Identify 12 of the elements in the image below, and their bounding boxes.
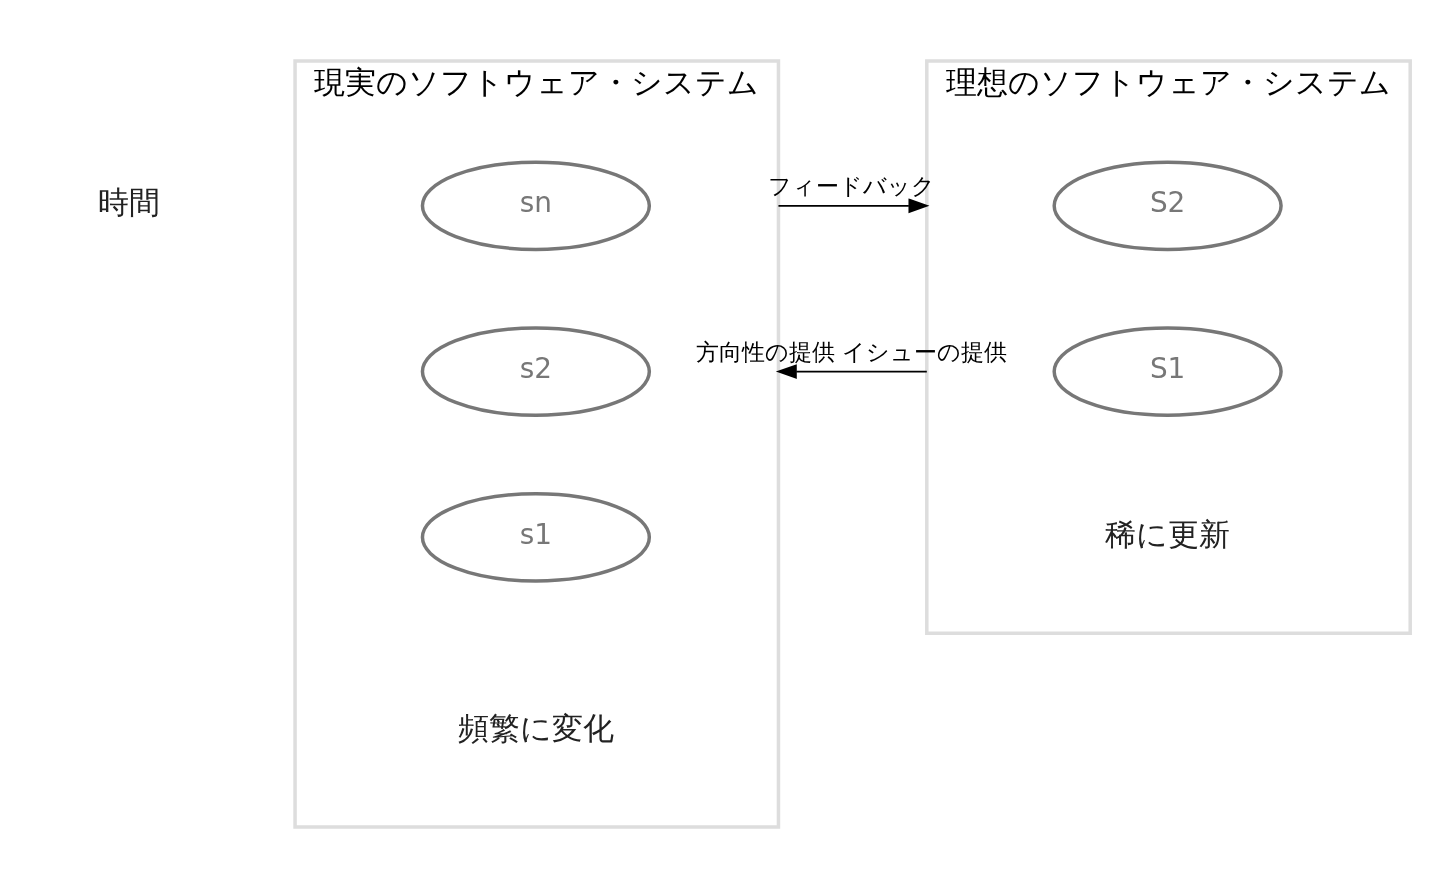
node-ellipse: S2 [1052, 159, 1283, 251]
edge-label: フィードバック [768, 172, 936, 199]
node-ellipse: S1 [1052, 325, 1283, 417]
node-label: 頻繁に変化 [457, 709, 614, 746]
edge-label: 方向性の提供 イシューの提供 [696, 338, 1008, 365]
node-label: 稀に更新 [1105, 515, 1231, 552]
arrow [777, 197, 930, 213]
node-ellipse: sn [420, 159, 652, 251]
node-ellipse: s2 [420, 325, 652, 417]
node-ellipse: s1 [420, 491, 652, 583]
arrow [775, 363, 928, 379]
label: 時間 [98, 183, 161, 220]
